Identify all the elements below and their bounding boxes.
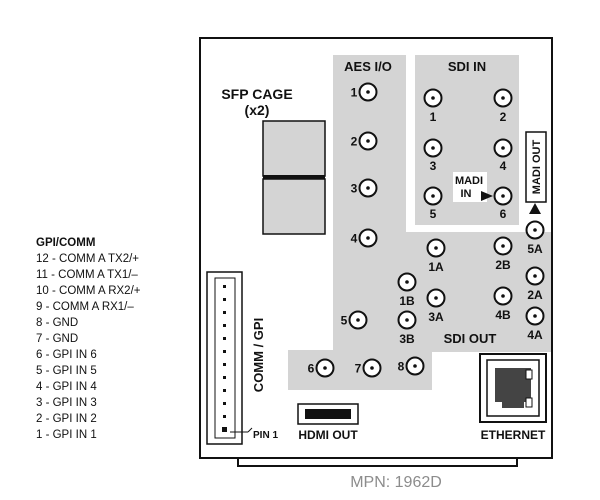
sdi-in-port-2: 2 xyxy=(493,88,513,124)
gpi-list-item: 9 - COMM A RX1/– xyxy=(36,301,134,313)
sfp-cage-2 xyxy=(262,178,326,235)
svg-text:1: 1 xyxy=(430,110,437,124)
svg-text:2: 2 xyxy=(500,110,507,124)
ethernet-label: ETHERNET xyxy=(481,428,546,442)
aes-port-1: 1 xyxy=(351,82,378,102)
sdi-out-port-1b: 1B xyxy=(397,272,417,308)
svg-text:6: 6 xyxy=(308,362,315,376)
sfp-count: (x2) xyxy=(245,102,270,118)
sdi-out-port-2a: 2A xyxy=(525,266,545,302)
sfp-divider xyxy=(263,175,325,179)
aes-title: AES I/O xyxy=(344,59,392,74)
aes-port-6: 6 xyxy=(308,358,335,378)
svg-text:2A: 2A xyxy=(527,288,543,302)
svg-text:4B: 4B xyxy=(495,308,511,322)
ethernet-port-icon xyxy=(495,368,531,408)
svg-text:3: 3 xyxy=(430,159,437,173)
sfp-title: SFP CAGE xyxy=(221,86,292,102)
gpi-list-item: 1 - GPI IN 1 xyxy=(36,429,97,441)
madi-in-arrow-icon xyxy=(481,191,493,201)
svg-text:5: 5 xyxy=(430,207,437,221)
sdi-in-port-4: 4 xyxy=(493,138,513,173)
sdi-in-port-5: 5 xyxy=(423,186,443,221)
gpi-list-item: 11 - COMM A TX1/– xyxy=(36,269,138,281)
svg-text:8: 8 xyxy=(398,360,405,374)
gpi-list-item: 7 - GND xyxy=(36,333,78,345)
comm-gpi-pins xyxy=(222,285,227,432)
sdi-out-port-3b: 3B xyxy=(397,310,417,346)
mpn-label: MPN: 1962D xyxy=(350,474,442,491)
gpi-list-item: 2 - GPI IN 2 xyxy=(36,413,97,425)
ethernet-led-bottom xyxy=(525,397,533,408)
madi-out-box xyxy=(525,131,547,203)
aes-port-7: 7 xyxy=(355,358,382,378)
sdi-in-port-1: 1 xyxy=(423,88,443,124)
gpi-list-item: 12 - COMM A TX2/+ xyxy=(36,253,139,265)
svg-text:3: 3 xyxy=(351,182,358,196)
sfp-cage-1 xyxy=(262,120,326,177)
aes-port-5: 5 xyxy=(341,310,368,330)
ethernet-led-top xyxy=(525,369,533,380)
gpi-list-title: GPI/COMM xyxy=(36,237,95,249)
madi-in-line1: MADI xyxy=(455,175,483,187)
sdi-in-port-6: 6 xyxy=(493,186,513,221)
gpi-list-item: 4 - GPI IN 4 xyxy=(36,381,97,393)
sdi-in-title: SDI IN xyxy=(448,59,486,74)
svg-text:7: 7 xyxy=(355,362,362,376)
sdi-in-port-3: 3 xyxy=(423,138,443,173)
sdi-out-port-2b: 2B xyxy=(493,236,513,272)
gpi-list-item: 3 - GPI IN 3 xyxy=(36,397,97,409)
gpi-list-item: 8 - GND xyxy=(36,317,78,329)
madi-out-label: MADI OUT xyxy=(531,140,543,195)
svg-text:1: 1 xyxy=(351,86,358,100)
svg-text:1B: 1B xyxy=(399,294,415,308)
sdi-out-panel xyxy=(390,232,551,352)
svg-text:3B: 3B xyxy=(399,332,415,346)
svg-text:4: 4 xyxy=(351,232,358,246)
svg-text:4: 4 xyxy=(500,159,507,173)
aes-port-3: 3 xyxy=(351,178,378,198)
svg-text:4A: 4A xyxy=(527,328,543,342)
svg-text:3A: 3A xyxy=(428,310,444,324)
svg-text:5: 5 xyxy=(341,314,348,328)
hdmi-label: HDMI OUT xyxy=(298,428,358,442)
svg-text:1A: 1A xyxy=(428,260,444,274)
svg-text:5A: 5A xyxy=(527,242,543,256)
madi-out-arrow-icon xyxy=(529,203,541,214)
gpi-list-item: 5 - GPI IN 5 xyxy=(36,365,97,377)
aes-port-4: 4 xyxy=(351,228,378,248)
gpi-list-item: 6 - GPI IN 6 xyxy=(36,349,97,361)
svg-text:6: 6 xyxy=(500,207,507,221)
sdi-out-port-4b: 4B xyxy=(493,286,513,322)
sdi-out-port-1a: 1A xyxy=(426,238,446,274)
pin1-leader-2 xyxy=(247,427,253,433)
sdi-out-title: SDI OUT xyxy=(444,331,497,346)
comm-gpi-header-inner xyxy=(214,277,236,439)
sdi-out-port-4a: 4A xyxy=(525,306,545,342)
comm-gpi-label: COMM / GPI xyxy=(251,318,266,392)
board-bottom-edge xyxy=(237,458,518,467)
aes-port-2: 2 xyxy=(351,131,378,151)
sdi-out-port-5a: 5A xyxy=(525,220,545,256)
svg-text:2B: 2B xyxy=(495,258,511,272)
madi-in-line2: IN xyxy=(461,188,472,200)
gpi-list-item: 10 - COMM A RX2/+ xyxy=(36,285,141,297)
pin1-label: PIN 1 xyxy=(253,430,278,441)
hdmi-port-slot xyxy=(305,409,351,419)
aes-port-8: 8 xyxy=(398,356,425,376)
sdi-out-port-3a: 3A xyxy=(426,288,446,324)
svg-text:2: 2 xyxy=(351,135,358,149)
